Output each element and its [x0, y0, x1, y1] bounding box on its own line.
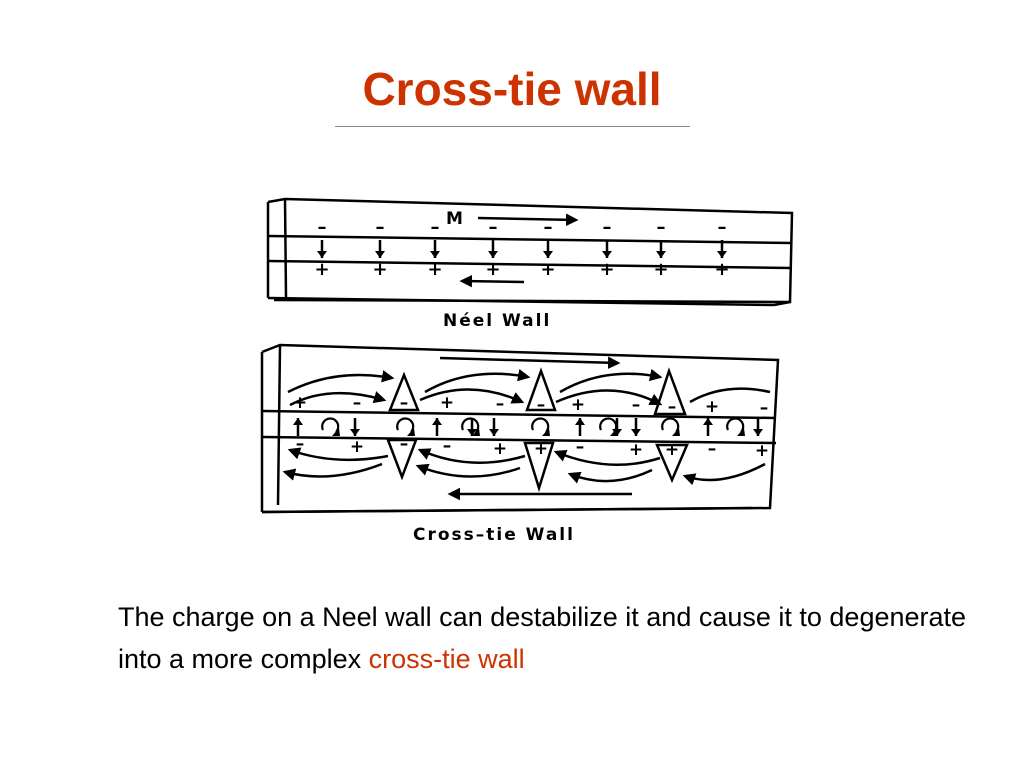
neel-minus-charge: – [718, 217, 727, 238]
down-arrow-icon [317, 240, 327, 258]
circulation-icon [321, 417, 340, 436]
crosstie-minus-charge: – [443, 436, 452, 456]
crosstie-minus-charge: – [400, 434, 409, 454]
neel-plus-charge: + [714, 259, 729, 280]
crosstie-minus-charge: – [632, 395, 641, 415]
up-arrow-icon [293, 418, 303, 436]
down-arrow-icon [753, 418, 763, 436]
neel-plus-charge: + [372, 259, 387, 280]
crosstie-minus-charge: – [296, 434, 305, 454]
down-arrow-icon [488, 240, 498, 258]
neel-minus-charge: – [431, 217, 440, 238]
circulation-icon [599, 417, 618, 436]
crosstie-minus-charge: – [496, 394, 505, 414]
crosstie-plus-charge: + [571, 395, 585, 415]
neel-minus-charge: – [376, 217, 385, 238]
caption-highlight: cross-tie wall [368, 644, 525, 674]
caption-main: The charge on a Neel wall can destabiliz… [118, 602, 967, 674]
crosstie-wall-figure [260, 343, 780, 514]
neel-plus-charge: + [540, 259, 555, 280]
neel-minus-charge: – [318, 217, 327, 238]
down-arrow-icon [717, 240, 727, 258]
crosstie-plus-charge: + [293, 393, 307, 413]
neel-wall-figure [266, 197, 794, 307]
neel-plus-charge: + [427, 259, 442, 280]
crosstie-plus-charge: + [705, 397, 719, 417]
crosstie-plus-charge: + [534, 439, 548, 459]
crosstie-minus-charge: – [353, 393, 362, 413]
down-arrow-icon [350, 418, 360, 436]
neel-minus-charge: – [657, 217, 666, 238]
up-arrow-icon [575, 418, 585, 436]
crosstie-plus-charge: + [440, 393, 454, 413]
neel-plus-charge: + [653, 259, 668, 280]
crosstie-minus-charge: – [537, 395, 546, 415]
down-arrow-icon [430, 240, 440, 258]
caption-text: The charge on a Neel wall can destabiliz… [118, 596, 978, 680]
crosstie-minus-charge: – [576, 437, 585, 457]
slide-title: Cross-tie wall [362, 63, 662, 115]
crosstie-plus-charge: + [350, 437, 364, 457]
circulation-icon [531, 417, 550, 436]
neel-plus-charge: + [485, 259, 500, 280]
circulation-icon [396, 417, 415, 436]
down-arrow-icon [602, 240, 612, 258]
crosstie-plus-charge: + [665, 440, 679, 460]
circulation-icon [726, 417, 745, 436]
crosstie-wall-label: Cross–tie Wall [413, 525, 575, 545]
down-arrow-icon [375, 240, 385, 258]
neel-plus-charge: + [599, 259, 614, 280]
neel-minus-charge: – [603, 217, 612, 238]
crosstie-plus-charge: + [629, 440, 643, 460]
magnetization-label: M [446, 209, 463, 229]
circulation-icon [461, 417, 480, 436]
up-arrow-icon [703, 418, 713, 436]
circulation-icon [661, 417, 680, 436]
down-arrow-icon [489, 418, 499, 436]
down-arrow-icon [467, 418, 477, 436]
neel-minus-charge: – [489, 217, 498, 238]
crosstie-minus-charge: – [708, 439, 717, 459]
crosstie-plus-charge: + [755, 441, 769, 461]
down-arrow-icon [656, 240, 666, 258]
crosstie-moments: + + + + – – – – – – – – – – – – + + + + + + [293, 393, 769, 461]
title-underline [335, 126, 690, 127]
down-arrow-icon [631, 418, 641, 436]
up-arrow-icon [432, 418, 442, 436]
neel-plus-charge: + [314, 259, 329, 280]
crosstie-minus-charge: – [400, 393, 409, 413]
crosstie-minus-charge: – [668, 397, 677, 417]
neel-wall-label: Néel Wall [443, 311, 551, 331]
crosstie-plus-charge: + [493, 439, 507, 459]
down-arrow-icon [543, 240, 553, 258]
neel-moments: – + – + – + – + – + – + – + – + [314, 217, 729, 280]
neel-minus-charge: – [544, 217, 553, 238]
crosstie-minus-charge: – [760, 398, 769, 418]
